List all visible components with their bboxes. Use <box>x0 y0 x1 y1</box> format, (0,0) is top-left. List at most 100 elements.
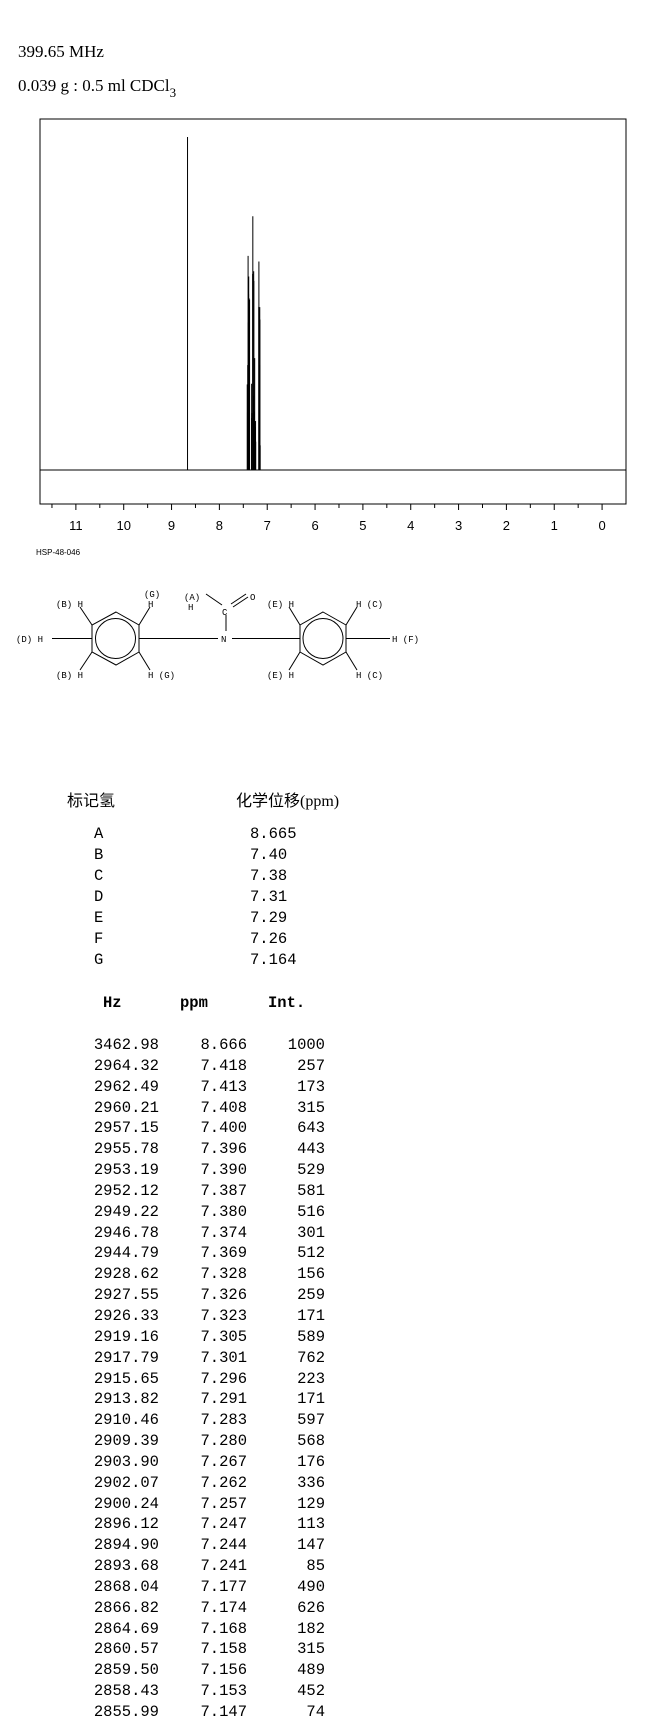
peak-ppm: 7.241 <box>200 1557 247 1576</box>
peak-intensity: 443 <box>297 1140 325 1159</box>
peak-intensity: 147 <box>297 1536 325 1555</box>
peak-ppm: 7.374 <box>200 1223 247 1242</box>
peak-intensity: 315 <box>297 1640 325 1659</box>
atom-label-g-top-h: H <box>148 600 153 610</box>
peak-intensity: 74 <box>306 1703 325 1721</box>
peak-hz: 2953.19 <box>93 1161 159 1180</box>
peak-hz: 2946.78 <box>93 1223 159 1242</box>
peak-intensity: 259 <box>297 1286 325 1305</box>
peak-intensity: 301 <box>297 1223 325 1242</box>
peak-intensity: 489 <box>297 1661 325 1680</box>
atom-label-oxygen: O <box>250 593 255 603</box>
peak-ppm: 7.244 <box>200 1536 247 1555</box>
peak-ppm: 7.400 <box>200 1119 247 1138</box>
peak-ppm: 7.328 <box>200 1265 247 1284</box>
peak-intensity: 171 <box>297 1390 325 1409</box>
peak-intensity: 516 <box>297 1202 325 1221</box>
shift-value: 7.29 <box>250 909 288 927</box>
peak-ppm: 7.280 <box>200 1432 247 1451</box>
atom-label-d: (D) H <box>16 635 43 645</box>
peak-lines <box>187 137 261 470</box>
x-tick-label: 1 <box>551 518 558 533</box>
peak-ppm: 7.177 <box>200 1577 247 1596</box>
peak-ppm: 7.296 <box>200 1369 247 1388</box>
peak-ppm: 7.267 <box>200 1452 247 1471</box>
shift-header-shift: 化学位移(ppm) <box>236 793 340 810</box>
right-ring-circle <box>302 618 344 659</box>
peak-header-ppm: ppm <box>180 994 208 1012</box>
peak-hz: 2928.62 <box>93 1265 159 1284</box>
atom-label-nitrogen: N <box>221 635 226 645</box>
shift-label: C <box>94 867 104 885</box>
x-tick-label: 9 <box>168 518 175 533</box>
shift-label: E <box>94 909 104 927</box>
atom-label-b-top: (B) H <box>56 600 83 610</box>
table-row: 2944.79 7.369 512 <box>0 1244 652 1265</box>
peak-hz: 2864.69 <box>93 1619 159 1638</box>
peak-hz: 2960.21 <box>93 1098 159 1117</box>
peak-hz: 2855.99 <box>93 1703 159 1721</box>
shift-value: 7.38 <box>250 867 288 885</box>
shift-row: E 7.29 <box>0 909 652 930</box>
atom-label-g-top-letter: (G) <box>144 590 160 600</box>
peak-hz: 2858.43 <box>93 1682 159 1701</box>
right-benzene-ring <box>299 611 347 666</box>
peak-intensity: 643 <box>297 1119 325 1138</box>
x-tick-label: 4 <box>407 518 414 533</box>
peak-ppm: 7.147 <box>200 1703 247 1721</box>
x-tick-label: 11 <box>69 518 83 533</box>
left-benzene-ring <box>91 611 140 666</box>
shift-label: B <box>94 846 104 864</box>
peak-intensity: 85 <box>306 1557 325 1576</box>
peak-ppm: 7.408 <box>200 1098 247 1117</box>
peak-intensity: 512 <box>297 1244 325 1263</box>
peak-ppm: 7.380 <box>200 1202 247 1221</box>
peak-intensity: 171 <box>297 1306 325 1325</box>
peak-hz: 2859.50 <box>93 1661 159 1680</box>
atom-label-c-top: H (C) <box>356 600 383 610</box>
peak-hz: 2927.55 <box>93 1286 159 1305</box>
peak-hz: 2944.79 <box>93 1244 159 1263</box>
peak-intensity: 626 <box>297 1598 325 1617</box>
peak-header-hz: Hz <box>103 994 122 1012</box>
peak-intensity: 223 <box>297 1369 325 1388</box>
peak-header-int: Int. <box>268 994 306 1012</box>
peak-hz: 2909.39 <box>93 1432 159 1451</box>
spectrum-code: HSP-48-046 <box>36 548 81 557</box>
peak-ppm: 7.283 <box>200 1411 247 1430</box>
peak-hz: 2902.07 <box>93 1473 159 1492</box>
x-tick-label: 3 <box>455 518 462 533</box>
peak-intensity: 529 <box>297 1161 325 1180</box>
x-tick-label: 5 <box>359 518 366 533</box>
peak-ppm: 7.153 <box>200 1682 247 1701</box>
peak-hz: 2868.04 <box>93 1577 159 1596</box>
atom-label-carbon: C <box>222 608 228 618</box>
peak-hz: 2896.12 <box>93 1515 159 1534</box>
atom-label-a-letter: (A) <box>184 593 200 603</box>
peak-intensity: 1000 <box>287 1036 325 1054</box>
peak-ppm: 7.369 <box>200 1244 247 1263</box>
peak-hz: 2900.24 <box>93 1494 159 1513</box>
